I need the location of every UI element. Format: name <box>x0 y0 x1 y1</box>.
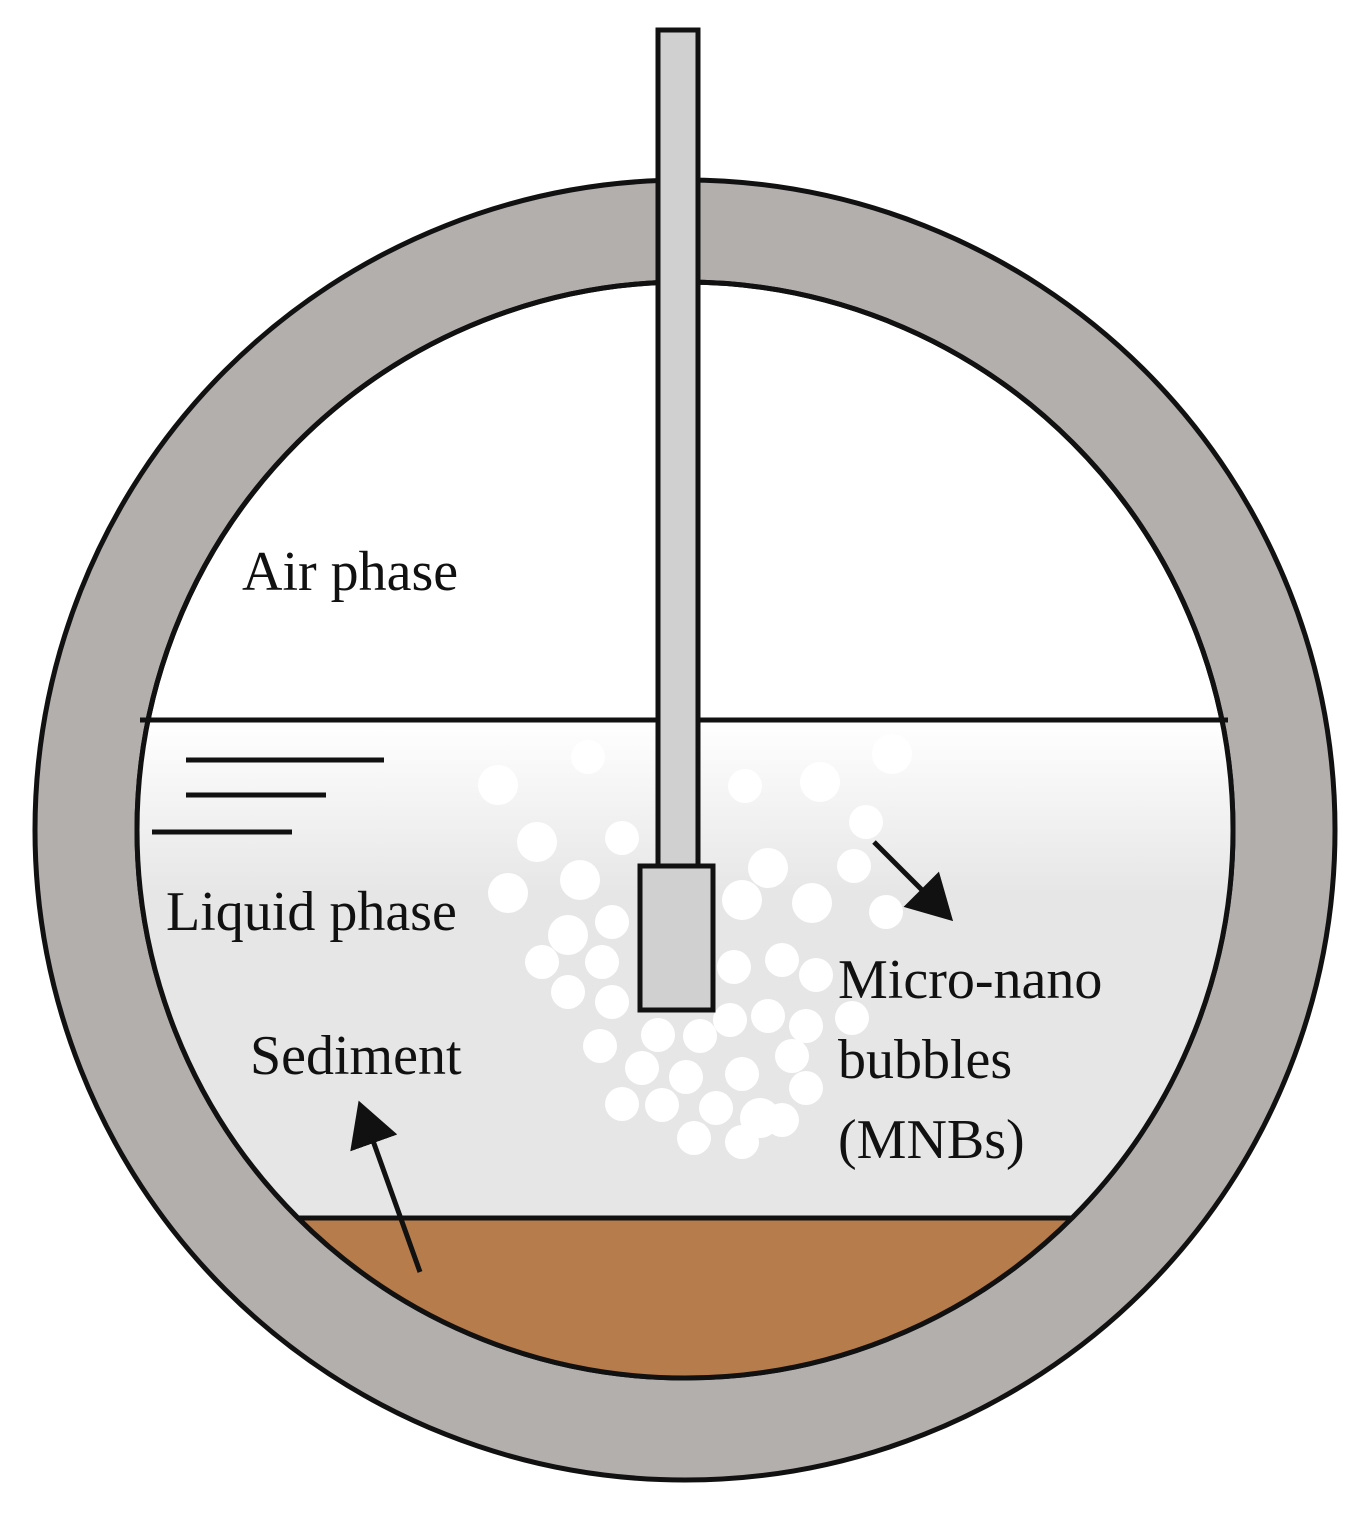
micro-nano-bubbles <box>478 734 912 1159</box>
bubble <box>725 1125 759 1159</box>
bubble <box>725 1057 759 1091</box>
bubble <box>765 1103 799 1137</box>
bubble <box>748 848 788 888</box>
bubble <box>717 950 751 984</box>
mnb-arrow <box>872 840 954 922</box>
bubble <box>625 1051 659 1085</box>
bubble <box>595 985 629 1019</box>
bubble <box>775 1039 809 1073</box>
sediment-label: Sediment <box>250 1025 462 1087</box>
sediment-arrow <box>350 1100 423 1273</box>
bubble <box>605 821 639 855</box>
bubble <box>835 1001 869 1035</box>
bubble <box>641 1018 675 1052</box>
probe-rod <box>655 27 701 869</box>
bubble <box>751 999 785 1033</box>
bubble <box>605 1087 639 1121</box>
bubble <box>551 975 585 1009</box>
bubble <box>789 1071 823 1105</box>
water-surface-symbol <box>152 757 384 835</box>
bubble <box>849 805 883 839</box>
bubble <box>722 880 762 920</box>
bubble <box>683 1019 717 1053</box>
air-phase-label: Air phase <box>242 541 458 603</box>
bubble <box>571 740 605 774</box>
bubble <box>728 769 762 803</box>
mnb-label-line2: bubbles <box>838 1029 1012 1091</box>
bubble <box>872 734 912 774</box>
bubble <box>699 1091 733 1125</box>
bubble <box>560 860 600 900</box>
bubble <box>669 1060 703 1094</box>
bubble <box>789 1009 823 1043</box>
bubble <box>677 1121 711 1155</box>
liquid-phase-label: Liquid phase <box>166 881 457 943</box>
bubble <box>525 945 559 979</box>
bubble <box>792 883 832 923</box>
bubble <box>488 873 528 913</box>
bubble <box>517 822 557 862</box>
bubble <box>478 765 518 805</box>
bubble <box>837 849 871 883</box>
bubble <box>799 958 833 992</box>
mnb-label-line1: Micro-nano <box>838 949 1102 1011</box>
mnb-label-line3: (MNBs) <box>838 1109 1025 1171</box>
probe-head <box>637 863 716 1013</box>
bubble <box>713 1003 747 1037</box>
bubble <box>645 1088 679 1122</box>
bubble <box>595 905 629 939</box>
bubble <box>765 943 799 977</box>
bubble <box>869 895 903 929</box>
bubble <box>548 915 588 955</box>
bubble <box>800 762 840 802</box>
bubble <box>583 1029 617 1063</box>
bubble <box>585 945 619 979</box>
